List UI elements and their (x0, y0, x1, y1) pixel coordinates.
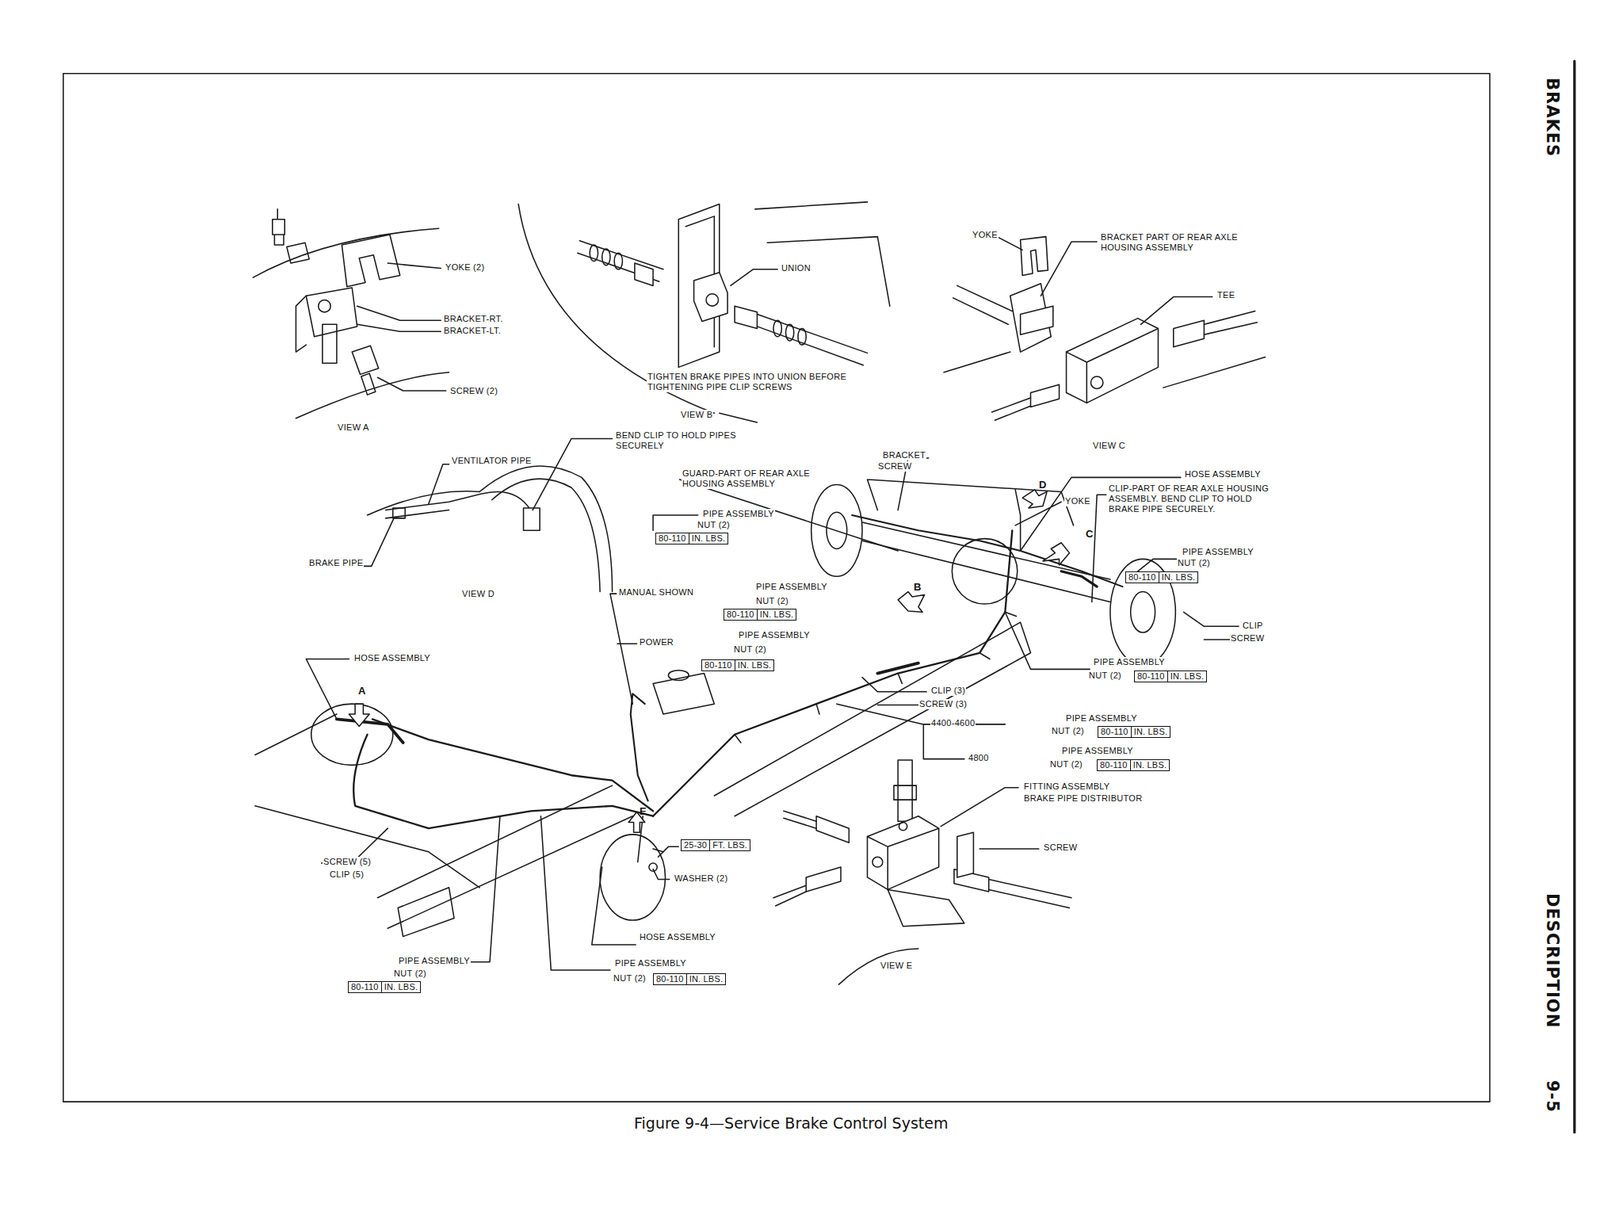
part-callout: NUT (2) (1088, 670, 1123, 681)
part-callout: 4800 (967, 752, 990, 764)
part-callout: NUT (2) (393, 968, 428, 979)
torque-unit: IN. LBS. (735, 660, 775, 671)
part-callout: BEND CLIP TO HOLD PIPES SECURELY (614, 430, 745, 451)
part-callout: CLIP-PART OF REAR AXLE HOUSING ASSEMBLY.… (1107, 483, 1278, 515)
view-title: VIEW E (879, 960, 913, 971)
section-tab-text: BRAKES (1542, 76, 1562, 158)
view-title: VIEW B (679, 409, 714, 421)
torque-unit: IN. LBS. (687, 973, 726, 985)
torque-value: 80-110 (656, 533, 690, 544)
part-callout: SCREW (1042, 842, 1078, 853)
part-callout: NUT (2) (755, 595, 790, 607)
part-callout: PIPE ASSEMBLY (1181, 546, 1255, 558)
part-callout: NUT (2) (612, 973, 647, 984)
part-callout: HOSE ASSEMBLY (638, 931, 717, 943)
part-callout: NUT (2) (733, 644, 768, 655)
part-callout: YOKE (2) (444, 262, 485, 273)
torque-unit: IN. LBS. (757, 609, 797, 620)
figure-caption: Figure 9-4—Service Brake Control System (633, 1114, 948, 1132)
part-callout: SCREW (1229, 633, 1265, 644)
torque-value: 80-110 (1126, 572, 1160, 583)
part-callout: BRACKET-LT. (442, 325, 502, 337)
torque-spec-box: 80-110IN. LBS. (701, 659, 775, 672)
torque-value: 80-110 (653, 973, 688, 985)
view-arrow-letter: C (1084, 528, 1095, 539)
torque-value: 80-110 (1098, 726, 1132, 737)
part-callout: PIPE ASSEMBLY (614, 958, 688, 969)
torque-spec-box: 25-30FT. LBS. (680, 839, 751, 852)
torque-spec-box: 80-110IN. LBS. (655, 532, 729, 545)
view-title: VIEW D (461, 588, 496, 600)
torque-unit: IN. LBS. (689, 533, 729, 544)
part-callout: PIPE ASSEMBLY (1092, 656, 1166, 668)
part-callout: YOKE (1064, 496, 1092, 507)
section-tab-text: 9-5 (1542, 1079, 1562, 1114)
part-callout: BRACKET-RT. (442, 313, 505, 325)
part-callout: NUT (2) (696, 519, 731, 531)
part-callout: FITTING ASSEMBLY (1023, 781, 1112, 792)
torque-unit: IN. LBS. (381, 981, 421, 993)
part-callout: HOSE ASSEMBLY (1183, 469, 1262, 480)
torque-spec-box: 80-110IN. LBS. (723, 608, 797, 621)
view-arrow-letter: B (912, 581, 923, 592)
part-callout: PIPE ASSEMBLY (755, 581, 829, 592)
torque-value: 80-110 (702, 660, 736, 671)
torque-spec-box: 80-110IN. LBS. (1134, 670, 1207, 683)
torque-spec-box: 80-110IN. LBS. (1125, 571, 1199, 584)
part-callout: UNION (780, 263, 812, 274)
part-callout: TIGHTEN BRAKE PIPES INTO UNION BEFORE TI… (646, 371, 879, 393)
part-callout: SCREW (2) (449, 385, 499, 397)
view-title: VIEW C (1092, 440, 1127, 451)
part-callout: BRAKE PIPE (308, 557, 364, 569)
part-callout: BRACKET PART OF REAR AXLE HOUSING ASSEMB… (1099, 232, 1270, 253)
part-callout: PIPE ASSEMBLY (702, 508, 776, 520)
part-callout: NUT (2) (1176, 557, 1211, 569)
torque-unit: IN. LBS. (1168, 671, 1207, 682)
torque-value: 80-110 (1097, 759, 1131, 771)
part-callout: VENTILATOR PIPE (450, 455, 533, 466)
part-callout: TEE (1216, 290, 1236, 301)
view-arrow-letter: A (357, 685, 367, 696)
part-callout: POWER (638, 637, 675, 648)
part-callout: PIPE ASSEMBLY (397, 955, 471, 967)
part-callout: GUARD-PART OF REAR AXLE HOUSING ASSEMBLY (681, 468, 822, 489)
torque-unit: IN. LBS. (1131, 726, 1171, 737)
part-callout: SCREW (5) (322, 856, 372, 867)
torque-value: 80-110 (724, 609, 758, 620)
part-callout: PIPE ASSEMBLY (1065, 713, 1138, 724)
view-title: VIEW A (336, 422, 371, 433)
part-callout: WASHER (2) (673, 873, 729, 884)
part-callout: NUT (2) (1049, 759, 1084, 770)
part-callout: PIPE ASSEMBLY (737, 630, 811, 641)
part-callout: BRACKET (882, 450, 927, 461)
torque-unit: IN. LBS. (1159, 572, 1199, 583)
part-callout: YOKE (971, 229, 999, 241)
part-callout: CLIP (3) (930, 685, 967, 696)
torque-value: 80-110 (348, 981, 382, 993)
part-callout: HOSE ASSEMBLY (353, 652, 432, 664)
torque-spec-box: 80-110IN. LBS. (347, 981, 421, 993)
part-callout: CLIP (5) (328, 869, 365, 880)
part-callout: MANUAL SHOWN (618, 587, 695, 598)
section-tab-text: DESCRIPTION (1542, 892, 1562, 1029)
torque-spec-box: 80-110IN. LBS. (652, 973, 726, 986)
view-arrow-letter: E (638, 805, 648, 817)
torque-value: 25-30 (681, 840, 711, 851)
torque-spec-box: 80-110IN. LBS. (1097, 725, 1171, 738)
view-arrow-letter: D (1038, 479, 1048, 490)
part-callout: SCREW (877, 461, 913, 472)
part-callout: BRAKE PIPE DISTRIBUTOR (1023, 793, 1143, 804)
torque-spec-box: 80-110IN. LBS. (1096, 759, 1170, 772)
torque-unit: IN. LBS. (1130, 759, 1170, 771)
part-callout: PIPE ASSEMBLY (1061, 745, 1135, 757)
torque-unit: FT. LBS. (710, 840, 750, 851)
part-callout: NUT (2) (1050, 725, 1085, 737)
part-callout: CLIP (1241, 620, 1264, 631)
part-callout: 4400-4600 (930, 717, 976, 729)
torque-value: 80-110 (1134, 671, 1169, 682)
part-callout: SCREW (3) (918, 698, 968, 710)
